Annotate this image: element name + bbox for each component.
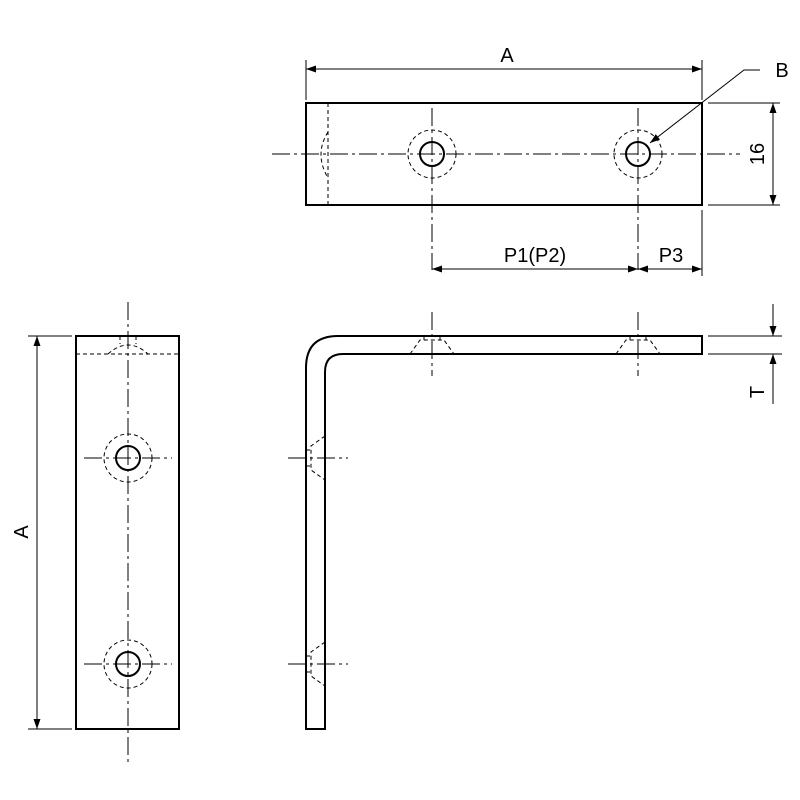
countersink-hidden-edge bbox=[310, 641, 326, 687]
top-view-bend-hidden-arc bbox=[320, 131, 329, 179]
side-view-countersink-4 bbox=[288, 641, 348, 687]
side-view-l-profile bbox=[305, 335, 703, 730]
dim-p1-label: P1(P2) bbox=[504, 245, 566, 267]
dim-a-top-label: A bbox=[500, 45, 514, 67]
left-view-hole-2 bbox=[84, 639, 172, 689]
countersink-hidden-edge bbox=[409, 339, 455, 355]
top-view: A B 16 P1(P2) P3 bbox=[272, 45, 789, 276]
side-view: T bbox=[288, 304, 782, 730]
leader-b-label: B bbox=[775, 60, 788, 82]
side-view-countersink-3 bbox=[288, 435, 348, 481]
countersink-hidden-edge bbox=[310, 435, 326, 481]
left-view-hole-1 bbox=[84, 433, 172, 483]
dim-a-left-label: A bbox=[11, 525, 33, 539]
side-view-countersink-2 bbox=[615, 312, 661, 376]
top-view-hole-2 bbox=[613, 108, 663, 270]
dim-p3-label: P3 bbox=[659, 245, 683, 267]
left-view: A bbox=[11, 302, 180, 762]
dim-16-label: 16 bbox=[747, 143, 769, 165]
side-view-countersink-1 bbox=[409, 312, 455, 376]
top-view-hole-1 bbox=[407, 108, 457, 270]
dim-t-label: T bbox=[747, 386, 769, 398]
leader-b-line bbox=[649, 69, 760, 144]
countersink-hidden-edge bbox=[615, 339, 661, 355]
